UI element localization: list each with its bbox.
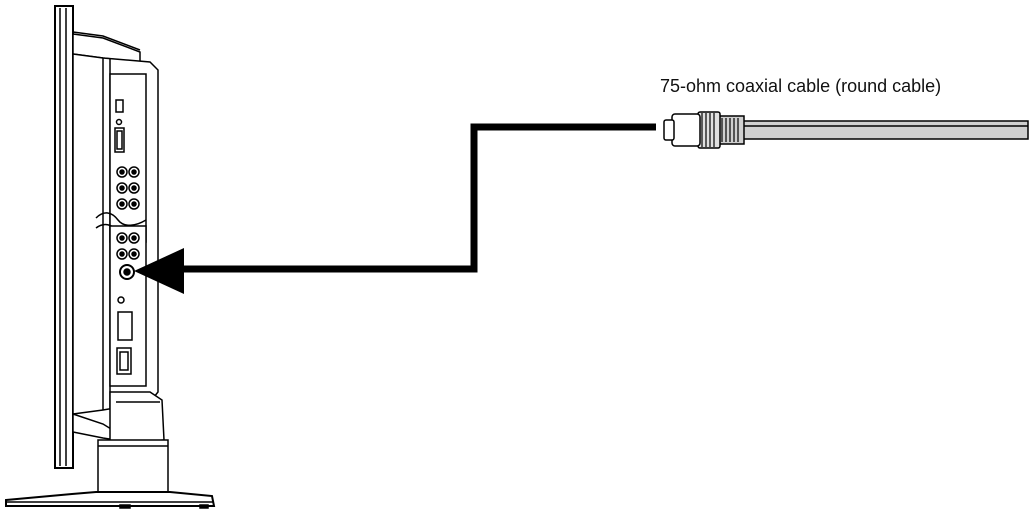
tv-side-view-icon xyxy=(5,5,216,509)
connection-arrow-icon xyxy=(134,123,656,294)
cable-label: 75-ohm coaxial cable (round cable) xyxy=(660,76,942,96)
coaxial-connector-icon xyxy=(663,111,1029,149)
